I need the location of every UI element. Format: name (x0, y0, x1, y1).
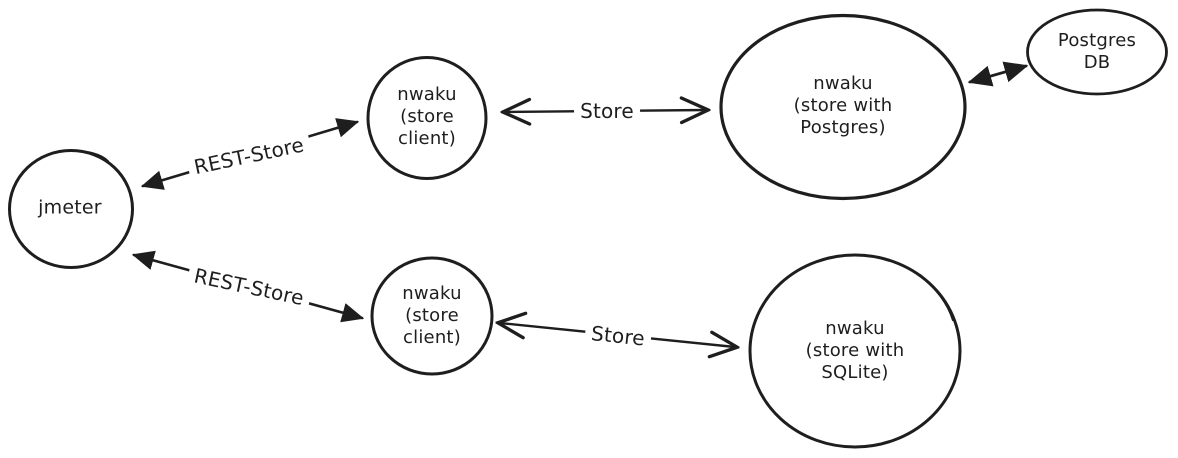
node-jmeter-circle (8, 149, 134, 269)
node-postgres-db-label: Postgres DB (1057, 30, 1137, 73)
edge-store-top-label: Store (574, 98, 640, 124)
node-store-sqlite-label: nwaku (store with SQLite) (805, 318, 905, 383)
node-client-top-circle (366, 56, 488, 180)
node-jmeter-label: jmeter (38, 196, 102, 219)
node-client-bottom-circle (370, 256, 494, 376)
node-client-top-label: nwaku (store client) (397, 84, 457, 149)
node-store-postgres-circle (719, 13, 967, 201)
node-client-bottom-label: nwaku (store client) (402, 283, 462, 348)
node-store-postgres-label: nwaku (store with Postgres) (793, 73, 893, 138)
node-postgres-db-circle (1026, 8, 1168, 96)
node-jmeter-overdraw (80, 150, 110, 163)
node-store-sqlite-circle (748, 253, 962, 449)
node-store-sqlite-overdraw (918, 273, 955, 322)
edge-postgres-db-line (967, 61, 1029, 87)
